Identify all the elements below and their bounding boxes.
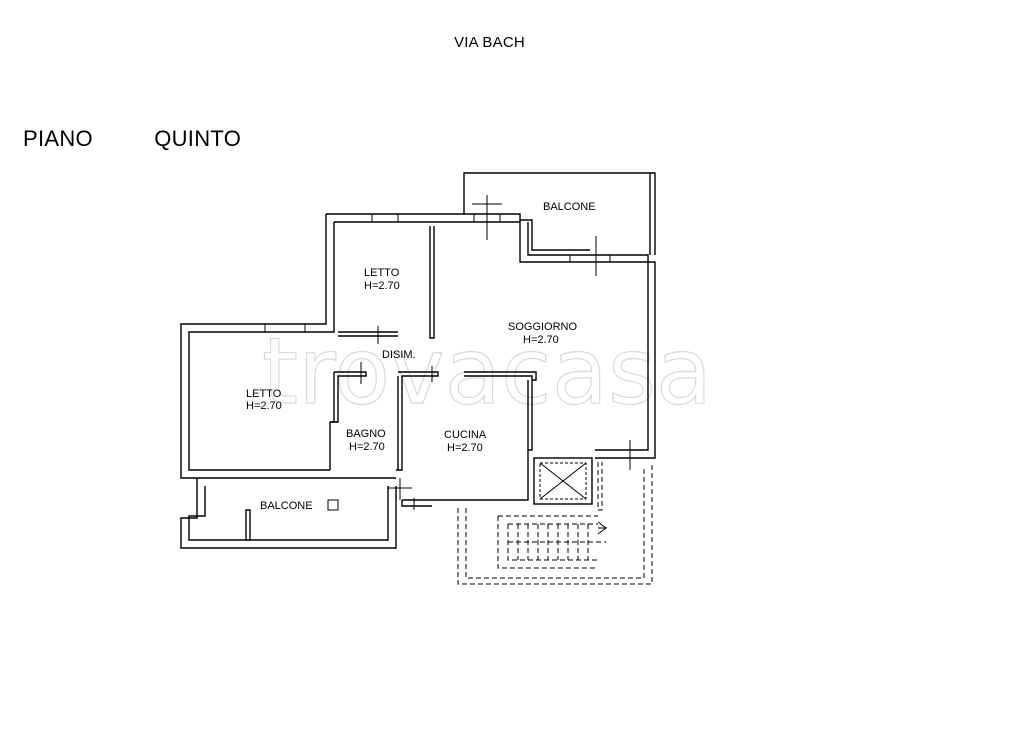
room-height-soggiorno: H=2.70 bbox=[523, 334, 559, 346]
room-label-letto-small: LETTO bbox=[364, 267, 400, 279]
balcony-bottom bbox=[180, 478, 412, 549]
square-marker-icon bbox=[327, 499, 339, 511]
room-height-cucina: H=2.70 bbox=[447, 442, 483, 454]
staircase bbox=[457, 462, 653, 585]
room-label-soggiorno: SOGGIORNO bbox=[508, 321, 578, 333]
room-label-bagno: BAGNO bbox=[346, 428, 386, 440]
street-label: VIA BACH bbox=[454, 34, 525, 51]
floor-title: PIANO QUINTO bbox=[23, 126, 242, 151]
arrow-icon bbox=[597, 527, 608, 535]
room-label-balcone-bottom: BALCONE bbox=[260, 500, 313, 512]
shaft bbox=[533, 457, 593, 505]
room-height-letto-large: H=2.70 bbox=[246, 400, 282, 412]
room-label-balcone-top: BALCONE bbox=[543, 201, 596, 213]
exterior-walls bbox=[180, 213, 656, 479]
interior-walls bbox=[329, 226, 648, 510]
balcony-top bbox=[463, 172, 656, 255]
room-height-bagno: H=2.70 bbox=[349, 441, 385, 453]
room-height-letto-small: H=2.70 bbox=[364, 280, 400, 292]
room-label-disimpegno: DISIM. bbox=[382, 349, 416, 361]
room-label-letto-large: LETTO bbox=[246, 388, 282, 400]
room-label-cucina: CUCINA bbox=[444, 429, 487, 441]
